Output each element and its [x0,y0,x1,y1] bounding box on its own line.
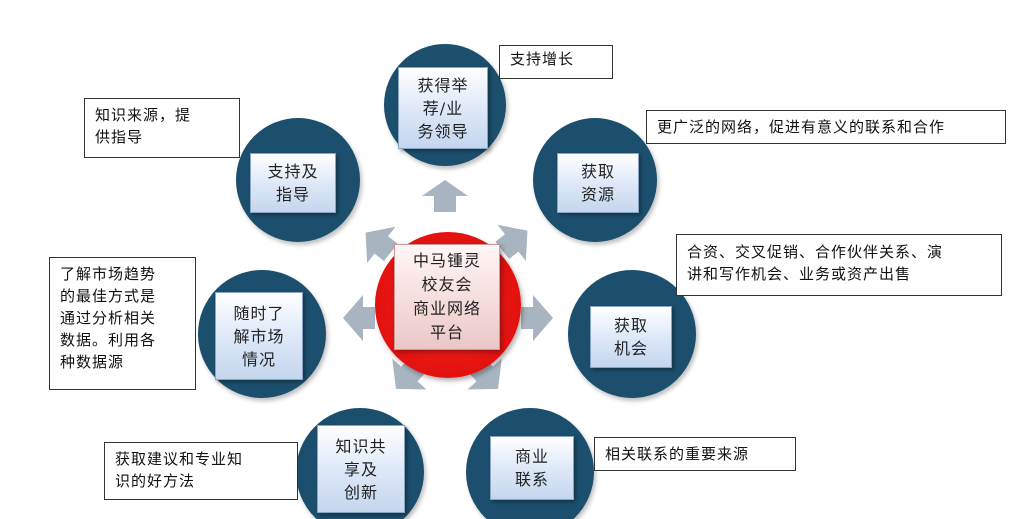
arrow-to-left [343,295,375,341]
arrow-to-upper-right [495,224,528,262]
callout-lower-left: 获取建议和专业知 识的好方法 [104,442,298,500]
node-lower-right: 商业 联系 [490,436,574,500]
callout-upper-left: 知识来源，提 供指导 [84,98,240,158]
arrow-to-right [521,295,553,341]
node-upper-right: 获取 资源 [557,153,639,213]
callout-right: 合资、交叉促销、合作伙伴关系、演 讲和写作机会、业务或资产出售 [676,234,1002,296]
node-left: 随时了 解市场 情况 [215,292,303,380]
arrow-to-top [422,180,468,212]
node-upper-left: 支持及 指导 [250,153,336,213]
callout-upper-right: 更广泛的网络，促进有意义的联系和合作 [646,110,1006,144]
callout-top: 支持增长 [499,45,613,79]
arrow-to-upper-left [365,226,398,264]
node-top: 获得举 荐/业 务领导 [398,67,488,149]
center-platform-box: 中马锺灵 校友会 商业网络 平台 [394,244,500,350]
node-right: 获取 机会 [590,306,672,368]
callout-lower-right: 相关联系的重要来源 [594,437,796,471]
node-lower-left: 知识共 享及 创新 [317,425,405,513]
callout-left: 了解市场趋势 的最佳方式是 通过分析相关 数据。利用各 种数据源 [49,257,196,390]
